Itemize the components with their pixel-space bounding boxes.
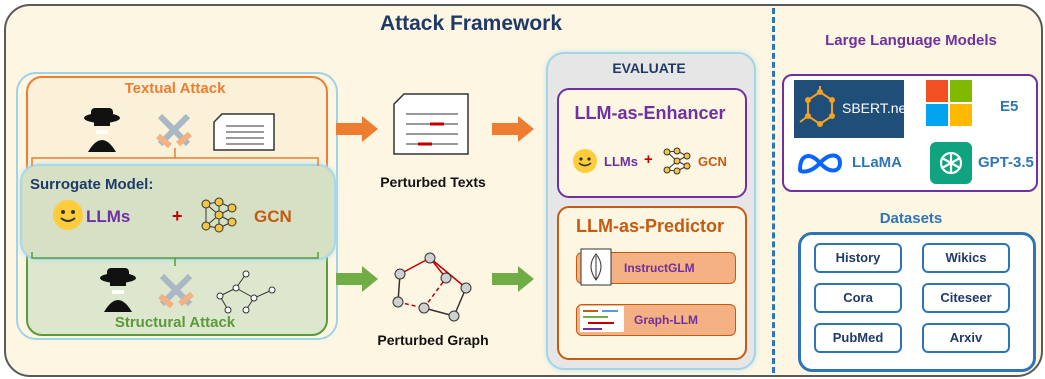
attack-framework-frame: Attack Framework Textual Attack Structur… xyxy=(4,4,1043,377)
hugging-face-icon xyxy=(573,149,597,173)
perturbed-graph-label: Perturbed Graph xyxy=(377,332,489,348)
enhancer-gcn-label: GCN xyxy=(698,154,727,169)
structural-attack-icons xyxy=(100,268,276,314)
large-language-models-label: Large Language Models xyxy=(825,32,997,49)
structural-attack-label: Structural Attack xyxy=(114,314,236,331)
section-divider xyxy=(772,8,775,373)
graph-icon xyxy=(216,270,276,314)
molecule-icon xyxy=(799,86,835,127)
textual-bracket xyxy=(31,148,319,166)
llama-label: LLaMA xyxy=(852,154,902,171)
green-arrow-right xyxy=(492,266,534,292)
perturbed-texts-label: Perturbed Texts xyxy=(380,174,486,190)
swords-icon xyxy=(156,113,192,149)
dataset-pubmed: PubMed xyxy=(814,323,902,353)
dataset-wikics: Wikics xyxy=(922,243,1010,273)
diagram-title: Attack Framework xyxy=(379,12,563,35)
document-icon xyxy=(213,113,275,151)
llm-as-enhancer-label: LLM-as-Enhancer xyxy=(574,103,726,123)
e5-label: E5 xyxy=(1000,98,1019,115)
surrogate-model-box xyxy=(20,164,336,260)
textual-attack-label: Textual Attack xyxy=(124,80,226,97)
dataset-cora: Cora xyxy=(814,283,902,313)
attack-group-outline xyxy=(16,72,338,340)
llm-as-predictor-label: LLM-as-Predictor xyxy=(575,216,725,236)
textual-attack-icons xyxy=(84,108,275,152)
sbert-logo: SBERT.net xyxy=(794,80,910,138)
code-lines-icon xyxy=(580,306,624,332)
predictor-instructglm-label: InstructGLM xyxy=(624,261,695,275)
microsoft-logo-icon xyxy=(926,80,972,126)
swords-icon xyxy=(158,273,194,309)
green-arrow-left xyxy=(336,266,378,292)
orange-arrow-right xyxy=(492,116,534,142)
evaluate-label: EVALUATE xyxy=(612,60,686,76)
surrogate-model-label: Surrogate Model: xyxy=(30,176,154,193)
openai-logo-icon xyxy=(930,142,972,184)
hacker-icon xyxy=(100,268,136,312)
surrogate-llms-label: LLMs xyxy=(86,207,131,226)
surrogate-gcn-label: GCN xyxy=(254,207,292,226)
meta-logo-icon xyxy=(797,153,843,174)
sbert-label: SBERT.net xyxy=(842,100,911,116)
perturbed-text-icon xyxy=(393,93,469,155)
llm-as-enhancer-box xyxy=(557,88,747,198)
datasets-label: Datasets xyxy=(879,210,943,227)
neural-network-icon xyxy=(663,147,691,175)
dataset-citeseer: Citeseer xyxy=(922,283,1010,313)
neural-network-icon xyxy=(201,197,237,233)
gpt-label: GPT-3.5 xyxy=(978,154,1034,171)
predictor-graph-llm-label: Graph-LLM xyxy=(634,313,698,327)
leaf-book-icon xyxy=(580,248,612,286)
dataset-arxiv: Arxiv xyxy=(922,323,1010,353)
hugging-face-icon xyxy=(53,200,83,230)
perturbed-graph-icon xyxy=(392,252,472,322)
enhancer-llms-label: LLMs xyxy=(604,154,638,169)
orange-arrow-left xyxy=(336,116,378,142)
structural-bracket xyxy=(31,252,319,266)
hacker-icon xyxy=(84,108,120,152)
dataset-history: History xyxy=(814,243,902,273)
surrogate-plus: + xyxy=(172,206,183,226)
enhancer-plus: + xyxy=(644,151,653,168)
